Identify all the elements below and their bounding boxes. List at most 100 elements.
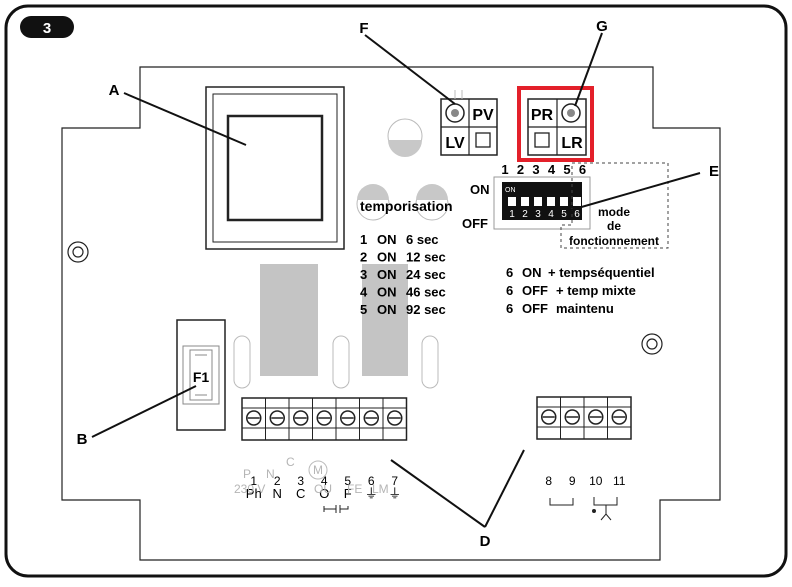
dip-key: [560, 197, 568, 206]
pv-lv-indicator-block: [440, 90, 498, 156]
tempo-num: 2: [360, 250, 367, 265]
callout-g: G: [596, 18, 608, 35]
lv-label: LV: [445, 135, 465, 152]
mode-dashed-box: [560, 162, 669, 249]
terminal-number: 6: [368, 474, 375, 488]
terminal-label: O: [319, 486, 329, 501]
faded-m: M: [313, 463, 323, 477]
callout-b: B: [77, 431, 88, 448]
faded-c: C: [286, 455, 295, 469]
terminal-number: 10: [589, 474, 603, 488]
mode-state: OFF: [522, 283, 548, 298]
relay-right: [362, 264, 408, 376]
callout-lines: [91, 32, 701, 528]
tempo-num: 3: [360, 267, 367, 282]
mode-num: 6: [506, 265, 513, 280]
dip-key: [573, 197, 581, 206]
terminal-label: ⏚: [388, 486, 401, 501]
mode-text: + temp mixte: [556, 283, 636, 298]
dip-number: 1: [501, 162, 508, 177]
terminal-number: 1: [250, 474, 257, 488]
relay-left: [260, 264, 318, 376]
left-terminal-block: [241, 397, 408, 441]
callout-a: A: [109, 82, 120, 99]
dip-key: [534, 197, 542, 206]
mode-state: ON: [522, 265, 542, 280]
terminal-number: 7: [391, 474, 398, 488]
tempo-value: 12 sec: [406, 250, 446, 265]
potentiometer-top: [387, 118, 423, 157]
tempo-value: 92 sec: [406, 302, 446, 317]
terminal-label: Ph: [246, 486, 262, 501]
terminal-number: 3: [297, 474, 304, 488]
dip-off-label: OFF: [462, 216, 488, 231]
callout-d: D: [480, 533, 491, 550]
contact-symbol: [549, 498, 574, 506]
dip-number: 4: [548, 162, 556, 177]
transformer: [205, 86, 345, 250]
dip-key-number: 1: [509, 209, 515, 220]
dip-number: 2: [517, 162, 524, 177]
tempo-value: 46 sec: [406, 285, 446, 300]
mode-num: 6: [506, 301, 513, 316]
mounting-hole-left: [67, 241, 89, 263]
faded-motor-icon: [308, 460, 328, 480]
terminal-number: 9: [569, 474, 576, 488]
tempo-value: 6 sec: [406, 232, 439, 247]
dip-key-number: 2: [522, 209, 528, 220]
dip-key-number: 4: [548, 209, 554, 220]
lr-label: LR: [561, 135, 583, 152]
tempo-state: ON: [377, 285, 397, 300]
fuse-holder: [176, 319, 226, 431]
pr-label: PR: [531, 107, 554, 124]
dip-number: 6: [579, 162, 586, 177]
mode-text: + tempséquentiel: [548, 265, 655, 280]
lv-square-icon: [475, 132, 491, 148]
tempo-value: 24 sec: [406, 267, 446, 282]
pv-label: PV: [472, 107, 494, 124]
dip-small-on-label: ON: [505, 187, 516, 194]
mode-line-3: fonctionnement: [569, 234, 659, 248]
figure-number: 3: [43, 20, 51, 37]
dip-number: 3: [532, 162, 539, 177]
tempo-state: ON: [377, 250, 397, 265]
faded-lm: LM: [372, 482, 389, 496]
capacitor-symbol: [323, 505, 349, 513]
callout-f: F: [359, 20, 368, 37]
terminal-number: 5: [344, 474, 351, 488]
terminal-number: 4: [321, 474, 328, 488]
mode-text: maintenu: [556, 301, 614, 316]
highlight-frame: [517, 86, 594, 162]
dip-on-label: ON: [470, 182, 490, 197]
tempo-state: ON: [377, 232, 397, 247]
tempo-num: 4: [360, 285, 368, 300]
faded-board-print: P N 230 V C M OU FE LM: [234, 455, 389, 496]
mode-line-1: mode: [598, 205, 630, 219]
mounting-hole-right: [641, 333, 663, 355]
mode-line-2: de: [607, 219, 621, 233]
terminal-label: ⏚: [365, 486, 378, 501]
terminal-number: 2: [274, 474, 281, 488]
tempo-state: ON: [377, 302, 397, 317]
faded-ou: OU: [314, 482, 332, 496]
tempo-num: 5: [360, 302, 367, 317]
terminal-label: N: [273, 486, 282, 501]
pr-lr-indicator-block: [527, 98, 587, 156]
potentiometer-right: [415, 184, 449, 221]
tempo-num: 1: [360, 232, 367, 247]
terminal-number: 11: [613, 474, 626, 488]
dip-key: [547, 197, 555, 206]
dip-number: 5: [563, 162, 570, 177]
terminal-label: C: [296, 486, 305, 501]
faded-fe: FE: [347, 482, 362, 496]
enclosure-outline: [61, 66, 721, 561]
faded-p: P: [243, 467, 251, 481]
dip-key-number: 6: [574, 209, 580, 220]
callout-e: E: [709, 163, 719, 180]
dip-key-number: 5: [561, 209, 567, 220]
dip-key-number: 3: [535, 209, 541, 220]
dip-key: [521, 197, 529, 206]
